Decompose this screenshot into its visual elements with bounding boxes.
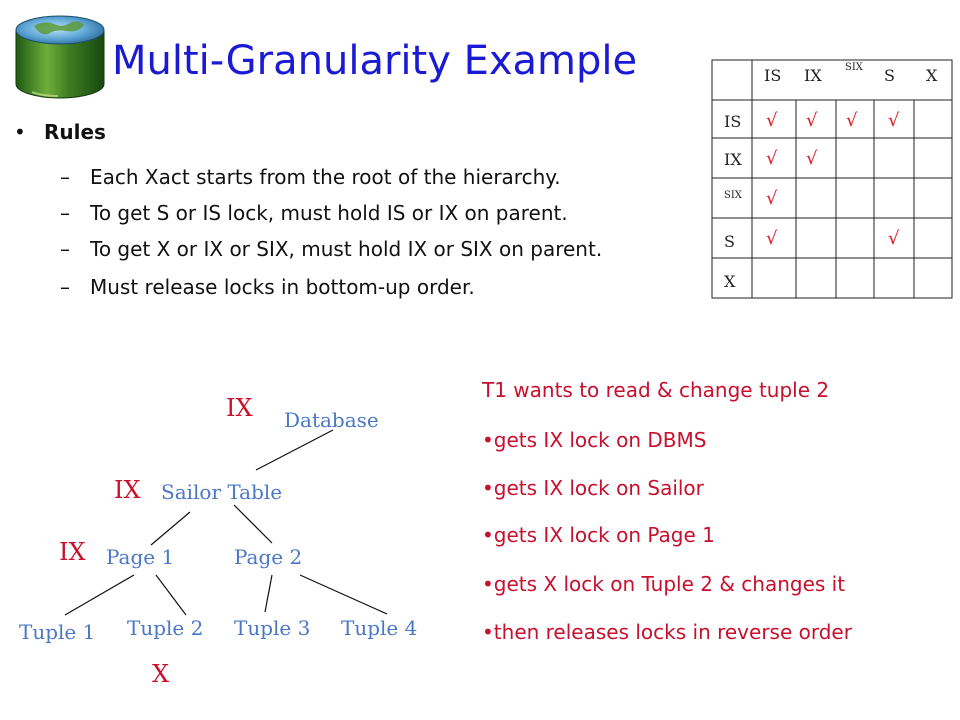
matrix-check-is-six: √ <box>846 110 858 131</box>
notes-bullet-2: •gets IX lock on Sailor <box>482 476 704 500</box>
bullet: • <box>482 620 494 644</box>
bullet: • <box>482 523 494 547</box>
notes-bullet-4: •gets X lock on Tuple 2 & changes it <box>482 572 845 596</box>
rule-dash: – <box>60 275 70 299</box>
lock-label-database: IX <box>226 394 253 422</box>
matrix-check-ix-is: √ <box>766 148 778 169</box>
bullet: • <box>482 572 494 596</box>
notes-bullet-5: •then releases locks in reverse order <box>482 620 852 644</box>
matrix-check-six-is: √ <box>766 188 778 209</box>
notes-bullet-text: gets X lock on Tuple 2 & changes it <box>493 572 846 596</box>
database-cylinder-icon <box>15 15 105 99</box>
matrix-col-header-x: X <box>926 66 938 85</box>
matrix-col-header-is: IS <box>764 66 782 85</box>
rules-bullet: • <box>14 120 26 144</box>
matrix-row-header-x: X <box>724 272 736 291</box>
notes-bullet-text: gets IX lock on DBMS <box>493 428 707 452</box>
rules-heading: Rules <box>44 120 106 144</box>
tree-node-page-1: Page 1 <box>106 545 175 569</box>
tree-node-sailor-table: Sailor Table <box>161 480 283 504</box>
notes-bullet-text: then releases locks in reverse order <box>493 620 852 644</box>
rule-item-3: To get X or IX or SIX, must hold IX or S… <box>90 237 603 261</box>
notes-bullet-text: gets IX lock on Page 1 <box>493 523 715 547</box>
rule-item-4: Must release locks in bottom-up order. <box>90 275 475 299</box>
matrix-check-is-s: √ <box>888 110 900 131</box>
lock-label-tuple-2: X <box>152 660 170 688</box>
rule-dash: – <box>60 201 70 225</box>
tree-node-tuple-4: Tuple 4 <box>341 616 418 640</box>
matrix-check-is-is: √ <box>766 110 778 131</box>
matrix-row-header-is: IS <box>724 112 742 131</box>
lock-label-sailor-table: IX <box>114 476 141 504</box>
tree-node-database: Database <box>284 408 379 432</box>
notes-heading: T1 wants to read & change tuple 2 <box>482 378 830 402</box>
matrix-check-is-ix: √ <box>806 110 818 131</box>
notes-bullet-3: •gets IX lock on Page 1 <box>482 523 715 547</box>
tree-node-tuple-3: Tuple 3 <box>234 616 311 640</box>
lock-label-page-1: IX <box>59 538 86 566</box>
matrix-check-s-s: √ <box>888 228 900 249</box>
matrix-row-header-s: S <box>724 232 735 251</box>
tree-node-page-2: Page 2 <box>234 545 303 569</box>
matrix-row-header-six: SIX <box>724 190 742 201</box>
matrix-row-header-ix: IX <box>724 150 742 169</box>
rule-item-2: To get S or IS lock, must hold IS or IX … <box>90 201 568 225</box>
rule-item-1: Each Xact starts from the root of the hi… <box>90 165 561 189</box>
bullet: • <box>482 428 494 452</box>
matrix-check-ix-ix: √ <box>806 148 818 169</box>
page-title: Multi-Granularity Example <box>112 38 638 84</box>
bullet: • <box>482 476 494 500</box>
rule-dash: – <box>60 237 70 261</box>
notes-bullet-text: gets IX lock on Sailor <box>493 476 704 500</box>
matrix-col-header-six: SIX <box>845 62 863 73</box>
notes-bullet-1: •gets IX lock on DBMS <box>482 428 706 452</box>
tree-node-tuple-1: Tuple 1 <box>19 620 96 644</box>
matrix-col-header-ix: IX <box>804 66 822 85</box>
matrix-col-header-s: S <box>884 66 895 85</box>
rule-dash: – <box>60 165 70 189</box>
matrix-check-s-is: √ <box>766 228 778 249</box>
tree-node-tuple-2: Tuple 2 <box>127 616 204 640</box>
